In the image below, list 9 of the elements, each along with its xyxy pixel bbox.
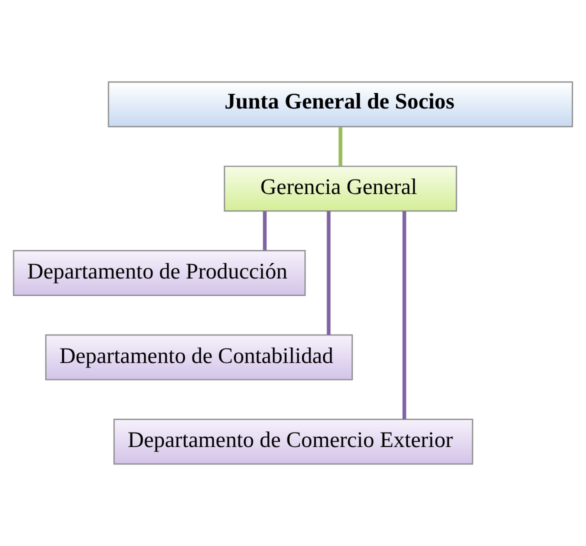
node-box: Departamento de Contabilidad xyxy=(45,334,353,380)
connector xyxy=(338,126,342,166)
node-box: Junta General de Socios xyxy=(108,81,574,128)
connector xyxy=(326,211,331,335)
connector xyxy=(262,211,267,250)
connector xyxy=(402,211,406,420)
node-box: Departamento de Comercio Exterior xyxy=(113,418,474,465)
node-box: Departamento de Producción xyxy=(12,250,306,296)
node-box: Gerencia General xyxy=(224,166,458,212)
